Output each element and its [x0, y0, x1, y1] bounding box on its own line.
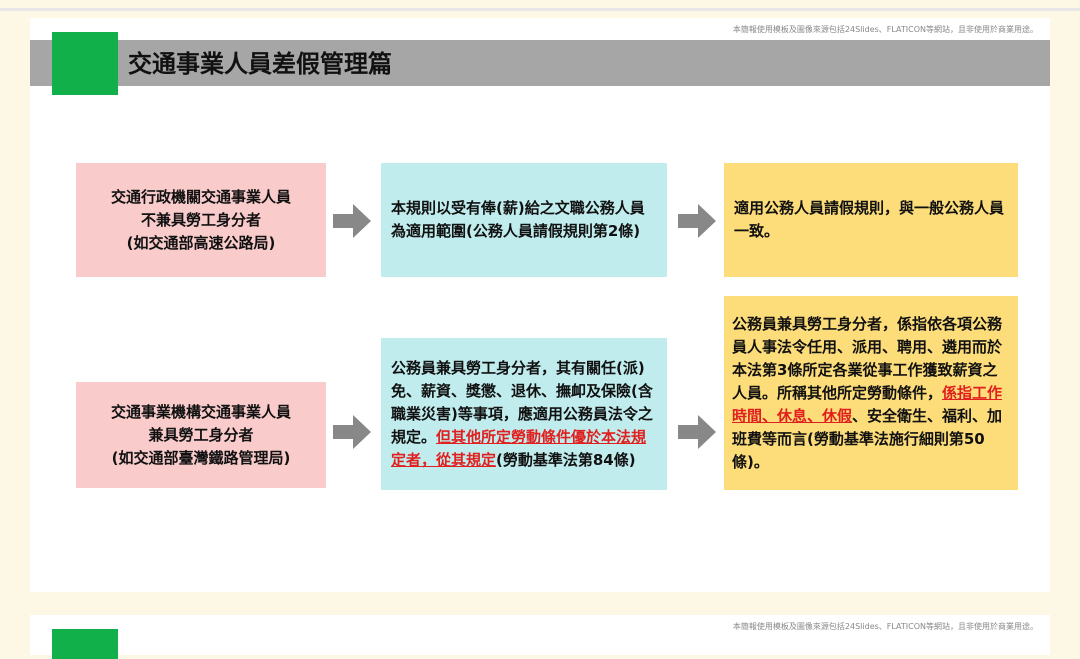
next-slide: 本簡報使用模板及圖像來源包括24Slides、FLATICON等網站，且非使用於… [30, 615, 1050, 659]
text: 本規則以受有俸(薪)給之文職公務人員為適用範圍(公務人員請假規則第2條) [391, 199, 645, 240]
text: (勞動基準法第84條) [496, 450, 636, 469]
box-enterprise-staff: 交通事業機構交通事業人員兼具勞工身分者 (如交通部臺灣鐵路管理局) [76, 382, 326, 488]
highlight-text: 係指工作時間、休息、休假 [732, 383, 1003, 425]
footnote: 本簡報使用模板及圖像來源包括24Slides、FLATICON等網站，且非使用於… [732, 25, 1038, 34]
slide-title: 交通事業人員差假管理篇 [128, 50, 392, 78]
box-labor-law: 公務員兼具勞工身分者，其有關任(派)免、薪資、獎懲、退休、撫卹及保險(含職業災害… [381, 338, 667, 490]
box-scope: 本規則以受有俸(薪)給之文職公務人員為適用範圍(公務人員請假規則第2條) [381, 163, 667, 277]
label: 交通行政機關交通事業人員 [110, 187, 291, 206]
text: 公務員兼具勞工身分者，係指依各項公務員人事法令任用、派用、聘用、遴用而於本法第3… [732, 314, 1003, 402]
highlight-text: 但其他所定勞動條件優於本法規定者，從其規定 [391, 427, 647, 469]
title-bar [30, 40, 1050, 86]
arrow-right-icon [678, 204, 716, 238]
label: (如交通部臺灣鐵路管理局) [111, 448, 291, 467]
box-admin-staff: 交通行政機關交通事業人員不兼具勞工身分者 (如交通部高速公路局) [76, 163, 326, 277]
label: (如交通部高速公路局) [126, 233, 276, 252]
label: 不兼具勞工身分者 [140, 210, 261, 229]
title-accent [52, 629, 118, 659]
label: 兼具勞工身分者 [148, 425, 254, 444]
arrow-right-icon [678, 415, 716, 449]
box-definition: 公務員兼具勞工身分者，係指依各項公務員人事法令任用、派用、聘用、遴用而於本法第3… [724, 296, 1018, 490]
footnote: 本簡報使用模板及圖像來源包括24Slides、FLATICON等網站，且非使用於… [732, 622, 1038, 631]
text: 、安全衛生、福利、加班費等而言(勞動基準法施行細則第50條)。 [732, 406, 1003, 471]
box-rule: 適用公務人員請假規則，與一般公務人員一致。 [724, 163, 1018, 277]
slide: 本簡報使用模板及圖像來源包括24Slides、FLATICON等網站，且非使用於… [30, 18, 1050, 592]
text: 適用公務人員請假規則，與一般公務人員一致。 [734, 199, 1005, 240]
text: 公務員兼具勞工身分者，其有關任(派)免、薪資、獎懲、退休、撫卹及保險(含職業災害… [391, 358, 653, 446]
arrow-right-icon [333, 415, 371, 449]
title-accent [52, 32, 118, 95]
top-divider [0, 8, 1080, 11]
label: 交通事業機構交通事業人員 [110, 402, 291, 421]
arrow-right-icon [333, 204, 371, 238]
